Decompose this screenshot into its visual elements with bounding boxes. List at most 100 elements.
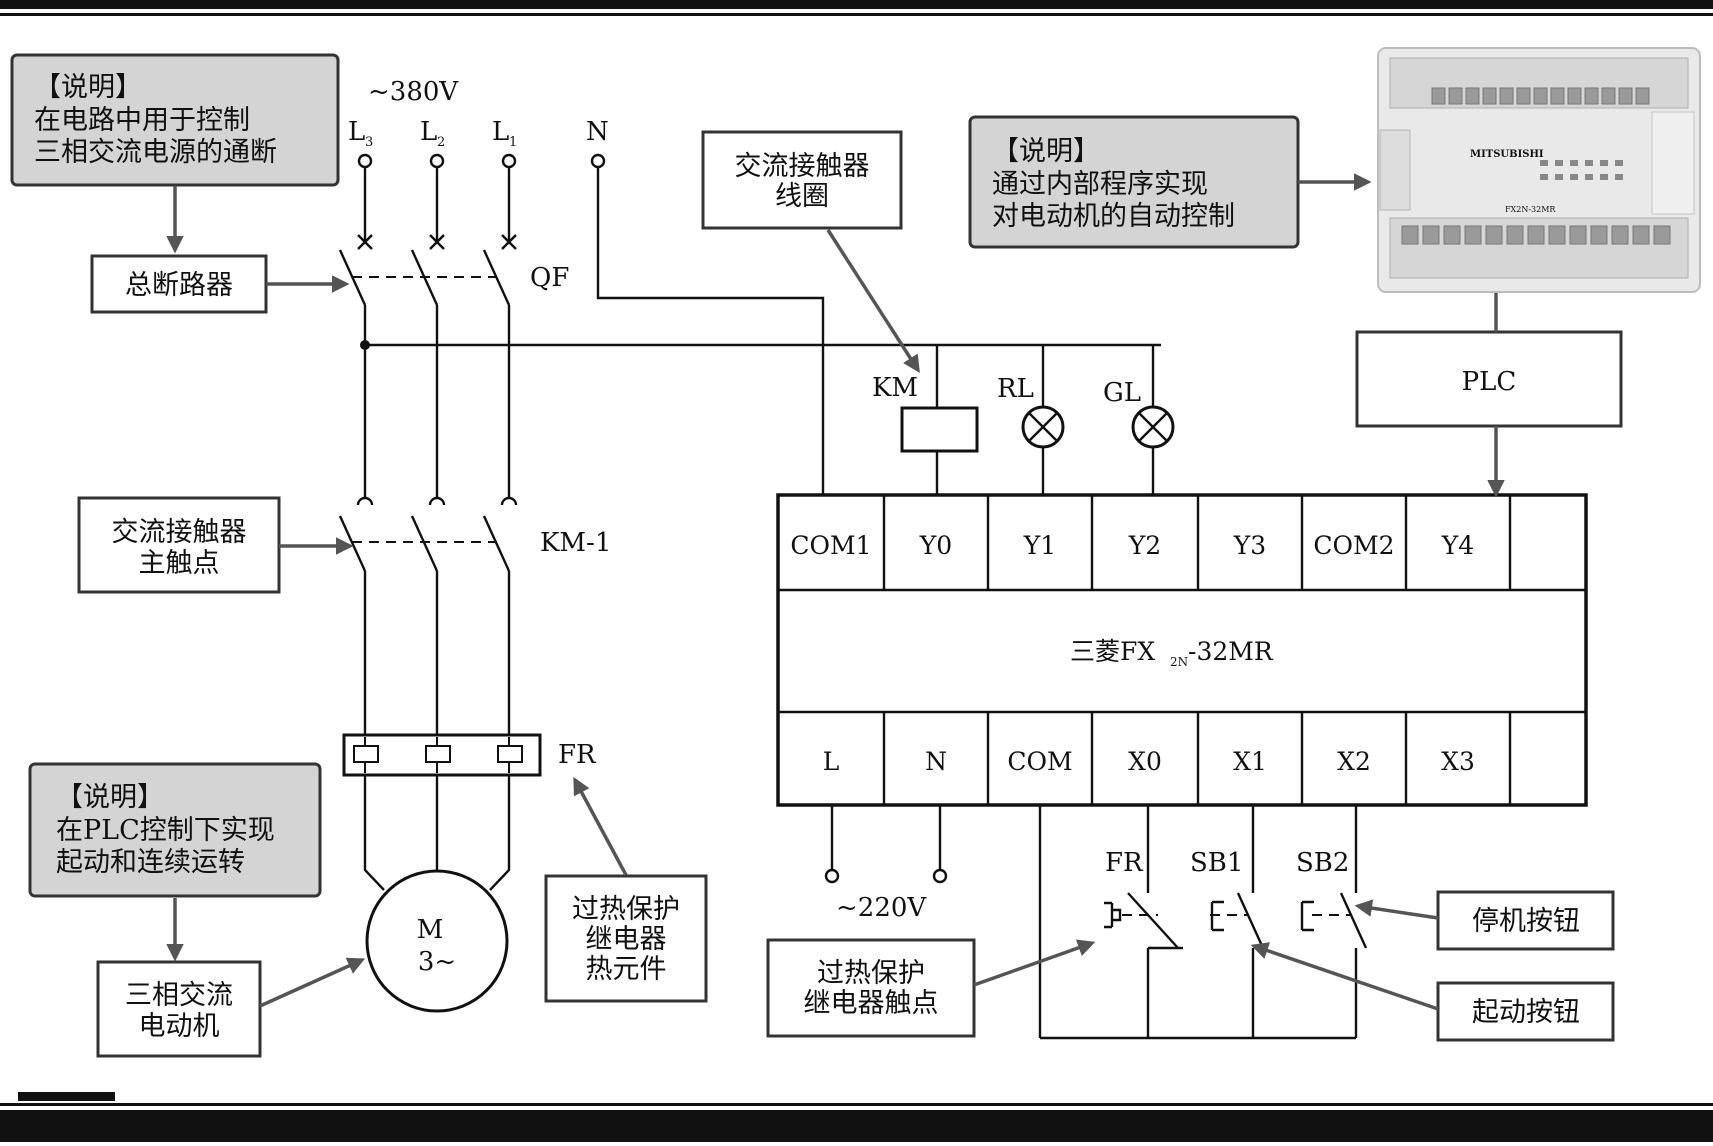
terminal-y2: Y2 xyxy=(1128,531,1161,560)
sb1-label: SB1 xyxy=(1190,848,1243,878)
motor-note-line-2: 起动和连续运转 xyxy=(56,847,245,878)
contactor-coil-arrow xyxy=(826,229,920,373)
bottom-border-thin xyxy=(0,1103,1713,1106)
motor-callout-arrow xyxy=(259,957,366,1008)
terminal-y4: Y4 xyxy=(1441,531,1474,560)
plc-label-text: PLC xyxy=(1462,367,1517,397)
terminal-y1: Y1 xyxy=(1023,531,1056,560)
plc-model-sub: 2N xyxy=(1170,655,1188,669)
coil-km-label: KM xyxy=(872,373,918,403)
terminal-n: N xyxy=(925,747,947,776)
lamp-gl-label: GL xyxy=(1103,378,1141,408)
motor-symbol: M 3~ xyxy=(365,869,509,1013)
phase-l2-sub: 2 xyxy=(437,135,445,150)
start-button-callout: 起动按钮 xyxy=(1436,981,1615,1042)
plc-label-box: PLC xyxy=(1355,330,1623,428)
neutral-wire xyxy=(596,167,825,497)
motor-phase-label: 3~ xyxy=(418,947,456,977)
thermal-contact-line-1: 过热保护 xyxy=(817,958,925,989)
lamp-gl-symbol xyxy=(1131,405,1175,449)
motor-m-label: M xyxy=(417,915,444,945)
photo-brand: MITSUBISHI xyxy=(1470,149,1544,160)
motor-note: 【说明】 在PLC控制下实现 起动和连续运转 xyxy=(28,762,322,898)
stop-button-callout: 停机按钮 xyxy=(1436,890,1615,951)
terminal-x3: X3 xyxy=(1441,747,1475,776)
thermal-element-line-1: 过热保护 xyxy=(572,894,680,925)
contactor-km1-symbol xyxy=(338,496,518,572)
stop-button-arrow xyxy=(1354,899,1439,920)
terminal-x0: X0 xyxy=(1128,747,1162,776)
terminal-com2: COM2 xyxy=(1313,531,1394,560)
thermal-contact-line-2: 继电器触点 xyxy=(804,988,939,1019)
main-breaker-callout: 总断路器 xyxy=(90,254,268,314)
breaker-note: 【说明】 在电路中用于控制 三相交流电源的通断 xyxy=(10,53,340,187)
plc-terminal-block xyxy=(776,493,1588,807)
bottom-left-tab xyxy=(18,1092,115,1101)
breaker-note-line-1: 在电路中用于控制 xyxy=(34,105,250,136)
thermal-relay-fr-symbol xyxy=(342,733,542,777)
breaker-x-marks xyxy=(357,234,517,250)
terminal-x1: X1 xyxy=(1233,747,1267,776)
plc-note: 【说明】 通过内部程序实现 对电动机的自动控制 xyxy=(968,115,1300,249)
terminal-com1: COM1 xyxy=(790,531,871,560)
lamp-rl-symbol xyxy=(1021,405,1065,449)
plc-model-label: 三菱FX 2N -32MR xyxy=(1070,637,1274,669)
phase-wires-low xyxy=(363,571,511,737)
terminal-y3: Y3 xyxy=(1233,531,1266,560)
plc-model-prefix: 三菱FX xyxy=(1070,637,1155,666)
thermal-contact-arrow xyxy=(973,939,1096,987)
plc-note-line-2: 对电动机的自动控制 xyxy=(992,201,1235,232)
coil-km-symbol xyxy=(900,406,979,453)
terminal-l: L xyxy=(823,747,840,776)
breaker-qf-label: QF xyxy=(530,263,569,293)
contactor-coil-line-2: 线圈 xyxy=(775,181,829,212)
ac220-wires xyxy=(824,805,948,884)
contactor-km1-label: KM-1 xyxy=(540,528,611,558)
phase-l3-sub: 3 xyxy=(365,135,373,150)
start-button-arrow xyxy=(1250,942,1439,1011)
terminal-y0: Y0 xyxy=(919,531,952,560)
breaker-qf-symbol xyxy=(338,249,511,306)
phase-l3-name: L xyxy=(348,117,365,147)
breaker-note-title: 【说明】 xyxy=(34,72,142,103)
photo-model: FX2N-32MR xyxy=(1505,205,1556,214)
fr-contact-symbol xyxy=(1104,892,1183,950)
motor-wires xyxy=(363,775,511,891)
phase-l1-sub: 1 xyxy=(509,135,517,150)
start-button-text: 起动按钮 xyxy=(1472,997,1580,1028)
sb2-label: SB2 xyxy=(1296,848,1349,878)
stop-button-text: 停机按钮 xyxy=(1472,906,1580,937)
neutral-label: N xyxy=(586,117,609,147)
sb2-symbol xyxy=(1300,892,1368,949)
phase-l1-name: L xyxy=(492,117,509,147)
thermal-element-callout: 过热保护 继电器 热元件 xyxy=(544,874,708,1003)
top-border-thin xyxy=(0,13,1713,16)
ac220-label: ~220V xyxy=(836,893,927,923)
plc-note-line-1: 通过内部程序实现 xyxy=(992,169,1208,200)
supply-voltage: ~380V xyxy=(368,77,459,107)
terminal-x2: X2 xyxy=(1337,747,1371,776)
fr-contact-label: FR xyxy=(1105,848,1144,878)
main-contact-line-1: 交流接触器 xyxy=(112,517,247,548)
thermal-element-line-2: 继电器 xyxy=(586,924,667,955)
breaker-note-line-2: 三相交流电源的通断 xyxy=(34,137,277,168)
phase-wires-mid xyxy=(363,305,511,498)
phase-l2-name: L xyxy=(420,117,437,147)
main-contact-callout: 交流接触器 主触点 xyxy=(77,496,281,594)
plc-device-photo: MITSUBISHI FX2N-32MR xyxy=(1377,47,1701,293)
phase-label-l3: L 3 xyxy=(348,117,373,150)
plc-note-title: 【说明】 xyxy=(992,136,1100,167)
phase-label-l1: L 1 xyxy=(492,117,517,150)
thermal-element-arrow xyxy=(573,776,628,876)
phase-wires-top xyxy=(363,167,511,242)
terminal-com: COM xyxy=(1007,747,1072,776)
lamp-rl-label: RL xyxy=(997,374,1034,404)
main-contact-line-2: 主触点 xyxy=(139,548,220,579)
contactor-coil-callout: 交流接触器 线圈 xyxy=(701,130,903,230)
plc-input-terminals: L N COM X0 X1 X2 X3 xyxy=(823,747,1475,776)
contactor-coil-line-1: 交流接触器 xyxy=(735,151,870,182)
input-circuit-wires xyxy=(1038,805,1358,1040)
plc-output-terminals: COM1 Y0 Y1 Y2 Y3 COM2 Y4 xyxy=(790,531,1474,560)
